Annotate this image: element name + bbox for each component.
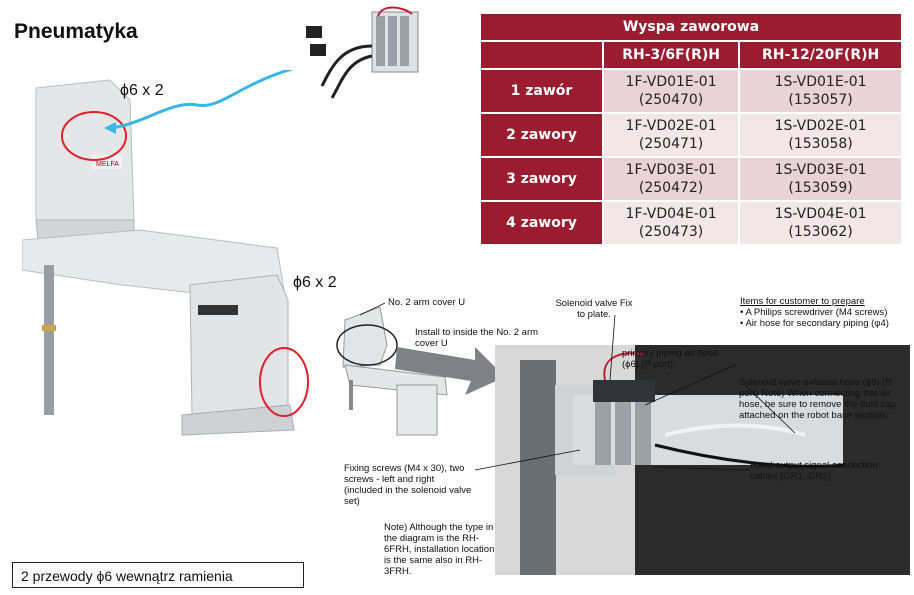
footer-note: 2 przewody ϕ6 wewnątrz ramienia [12, 562, 304, 588]
column-header: RH-12/20F(R)H [738, 40, 903, 70]
table-corner [479, 40, 604, 70]
table-row: 4 zawory 1F-VD04E-01 (250473) 1S-VD04E-01… [479, 200, 903, 246]
part-code: (250473) [638, 224, 704, 240]
table-row: 2 zawory 1F-VD02E-01 (250471) 1S-VD02E-01… [479, 112, 903, 158]
primary-hose-label: primary piping air hose (ϕ6) (P port) [622, 348, 719, 370]
legend-item: • A Philips screwdriver (M4 screws) [740, 307, 888, 318]
part-code: (153059) [788, 180, 853, 196]
install-label: Install to inside the No. 2 arm cover U [415, 327, 539, 349]
base-hose-label: ϕ6 x 2 [293, 274, 337, 291]
part-number: 1F-VD04E-01 [625, 206, 717, 222]
svg-text:MELFA: MELFA [96, 161, 119, 168]
part-code: (153057) [788, 92, 853, 108]
part-number: 1F-VD01E-01 [625, 74, 717, 90]
row-header: 3 zawory [479, 156, 604, 202]
type-note: Note) Although the type in the diagram i… [384, 522, 495, 577]
page-title: Pneumatyka [14, 20, 138, 43]
legend-title: Items for customer to prepare [740, 296, 865, 307]
exhaust-hose-label: Solenoid valve exhaust hose (ϕ6) (R port… [739, 377, 896, 421]
scara-robot-illustration: MELFA [22, 70, 309, 436]
row-header: 4 zawory [479, 200, 604, 246]
solenoid-label: Solenoid valve Fix to plate. [555, 298, 633, 320]
part-number: 1F-VD03E-01 [625, 162, 717, 178]
part-code: (153058) [788, 136, 853, 152]
part-number: 1F-VD02E-01 [625, 118, 717, 134]
part-number: 1S-VD03E-01 [774, 162, 867, 178]
hand-output-label: Hand output signal connection cables (GR… [750, 460, 878, 482]
part-number: 1S-VD02E-01 [774, 118, 867, 134]
row-header: 1 zawór [479, 68, 604, 114]
row-header: 2 zawory [479, 112, 604, 158]
part-code: (153062) [788, 224, 853, 240]
part-number: 1S-VD01E-01 [774, 74, 867, 90]
arm-hose-label: ϕ6 x 2 [120, 82, 164, 99]
table-title: Wyspa zaworowa [479, 12, 903, 42]
valve-island-photo [306, 6, 419, 99]
customer-items-legend: Items for customer to prepare • A Philip… [740, 296, 889, 329]
column-header: RH-3/6F(R)H [601, 40, 741, 70]
part-code: (250470) [638, 92, 704, 108]
legend-item: • Air hose for secondary piping (φ4) [740, 318, 889, 329]
table-row: 3 zawory 1F-VD03E-01 (250472) 1S-VD03E-01… [479, 156, 903, 202]
part-number: 1S-VD04E-01 [774, 206, 867, 222]
fixing-screws-label: Fixing screws (M4 x 30), two screws - le… [344, 463, 472, 507]
part-code: (250472) [638, 180, 704, 196]
installation-diagram [336, 302, 910, 575]
valve-island-table: Wyspa zaworowa RH-3/6F(R)H RH-12/20F(R)H… [479, 12, 903, 246]
arm-cover-label: No. 2 arm cover U [388, 297, 466, 308]
part-code: (250471) [638, 136, 704, 152]
table-row: 1 zawór 1F-VD01E-01 (250470) 1S-VD01E-01 (… [479, 68, 903, 114]
